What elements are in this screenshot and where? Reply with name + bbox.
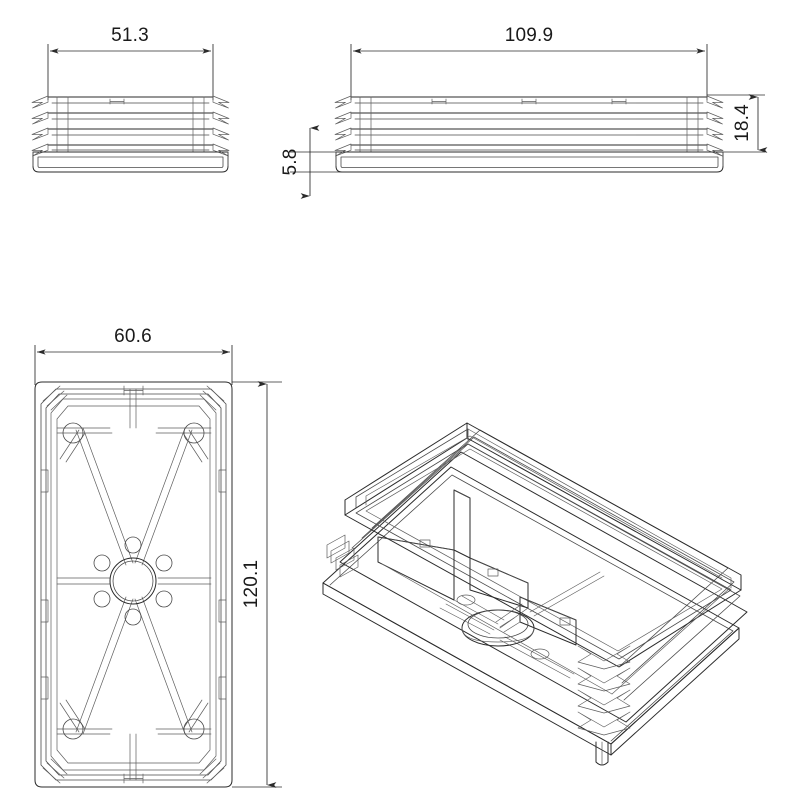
fin-row [31,111,230,125]
center-boss-hole [109,557,157,605]
iso-flange-plate [322,466,740,756]
dimension-front-width: 109.9 [350,25,708,100]
front-fin-stack [334,95,724,157]
iso-far-wall [381,563,731,695]
view-isometric [322,422,748,766]
dimension-front-height: 18.4 [707,94,768,153]
fin-row [334,95,724,109]
satellite-holes [93,536,173,626]
iso-satellite-detail [456,594,550,660]
iso-center-boss [461,609,535,647]
corner-hole [62,718,84,740]
iso-rim-tabs [419,539,571,626]
dimension-plan-height: 120.1 [232,381,282,788]
iso-cavity-walls [344,422,742,591]
iso-corner-foot [595,741,609,766]
plan-outer-outline [34,381,233,788]
corner-holes [62,422,205,740]
fin-row [31,127,230,141]
iso-left-rim-strips [326,534,359,578]
dimension-label-18-4: 18.4 [732,104,753,142]
flange-plate [335,151,724,173]
dimension-label-109-9: 109.9 [505,25,554,46]
satellite-hole [124,608,142,626]
corner-hole [62,422,84,444]
dimension-label-120-1: 120.1 [241,560,262,609]
view-front-elevation: 109.9 18.4 5.8 [280,25,768,199]
iso-internal-ribs [377,489,605,679]
fin-row [334,127,724,141]
corner-hole [183,422,205,444]
fin-row [334,111,724,125]
fin-row [334,143,724,157]
satellite-hole [155,590,173,608]
side-fin-stack [31,95,230,157]
fin-row [31,95,230,109]
corner-hole [183,718,205,740]
dimension-label-60-6: 60.6 [114,326,152,347]
view-plan: 60.6 120.1 [34,326,282,788]
satellite-hole [124,536,142,554]
satellite-hole [93,590,111,608]
dimension-side-width: 51.3 [47,25,214,100]
satellite-hole [155,554,173,572]
dimension-label-51-3: 51.3 [111,25,149,46]
flange-plate [32,151,229,173]
plan-rib-network [56,388,212,781]
satellite-hole [93,554,111,572]
fin-row [31,143,230,157]
plan-corner-details [40,385,227,784]
iso-retention-barbs [577,645,631,736]
view-side-elevation: 51.3 [31,25,230,173]
dimension-flange-thickness: 5.8 [280,125,345,199]
dimension-label-5-8: 5.8 [280,148,301,175]
dimension-plan-width: 60.6 [34,326,233,385]
